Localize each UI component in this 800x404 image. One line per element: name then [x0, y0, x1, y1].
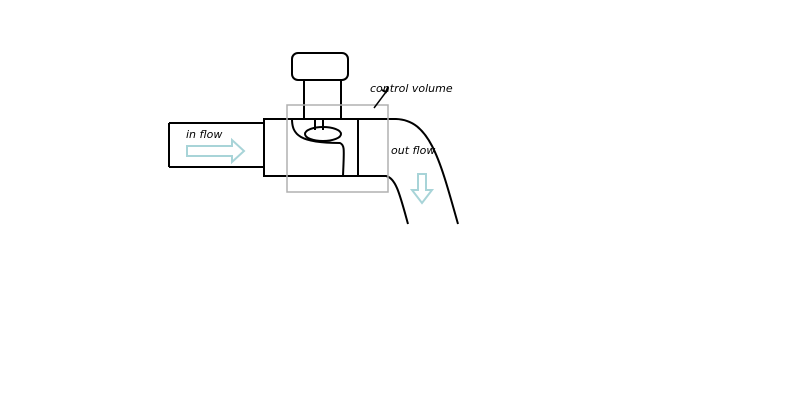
out-flow-label: out flow [391, 144, 435, 157]
in-flow-label: in flow [186, 128, 222, 141]
out-flow-arrow-icon [409, 173, 435, 205]
valve-disc [304, 126, 342, 142]
outlet-pipe [358, 118, 459, 225]
in-flow-arrow-icon [186, 137, 246, 165]
valve-stem [303, 79, 342, 119]
valve-handle [291, 52, 349, 81]
control-volume-label: control volume [370, 82, 453, 95]
control-volume-box [286, 104, 389, 193]
valve-body [263, 118, 359, 177]
leader-arrowhead-icon [381, 86, 389, 94]
inlet-pipe [168, 122, 264, 168]
control-volume-leader [373, 91, 387, 109]
